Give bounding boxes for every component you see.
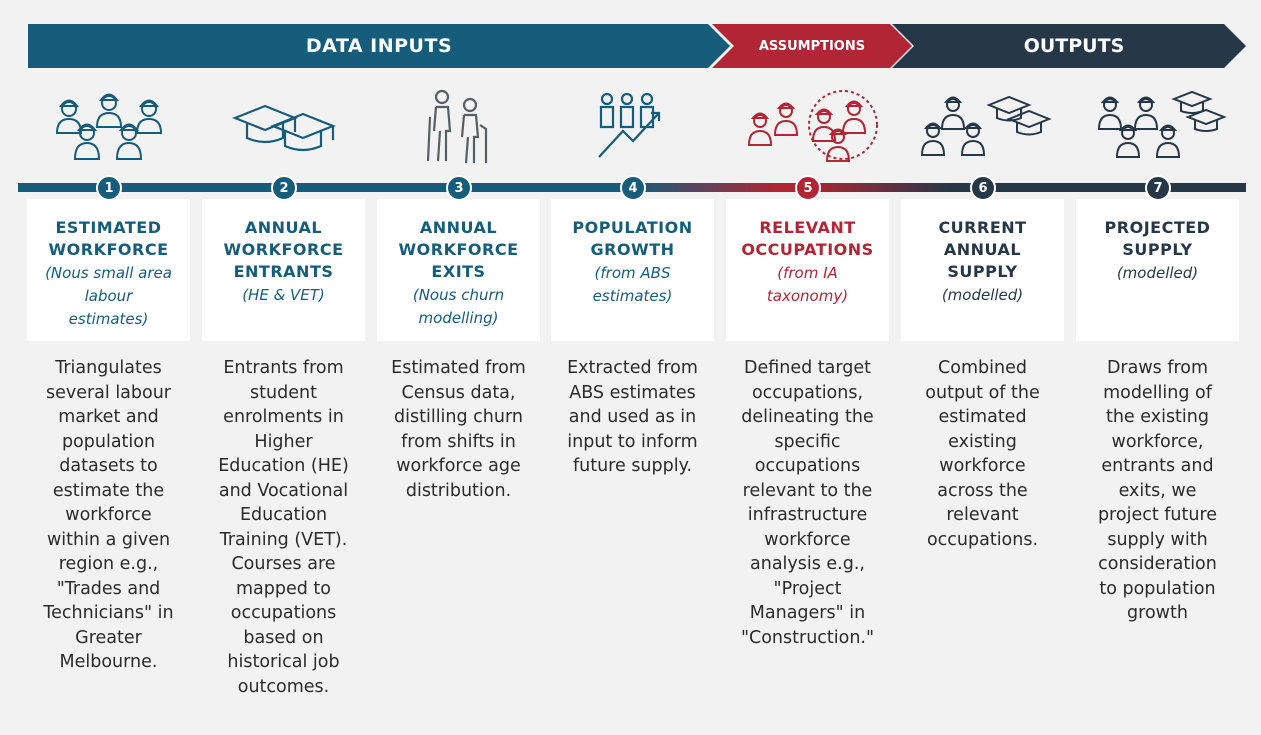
assumptions-label: ASSUMPTIONS [758,38,866,54]
step-3: 3 ANNUAL WORKFORCE EXITS (Nous churn mod… [377,0,540,735]
step-title: ESTIMATED WORKFORCE [48,218,169,259]
step-card: ANNUAL WORKFORCE ENTRANTS (HE & VET) [202,199,365,341]
step-2: 2 ANNUAL WORKFORCE ENTRANTS (HE & VET) E… [202,0,365,735]
step-subtitle: (Nous small area labour estimates) [45,264,172,328]
step-7: 7 PROJECTED SUPPLY (modelled) Draws from… [1076,0,1239,735]
step-description: Entrants from student enrolments in High… [218,358,349,697]
outputs-label: OUTPUTS [1023,35,1125,57]
step-card: ANNUAL WORKFORCE EXITS (Nous churn model… [377,199,540,341]
step-description: Triangulates several labour market and p… [43,358,174,672]
step-card: PROJECTED SUPPLY (modelled) [1076,199,1239,341]
step-description: Draws from modelling of the existing wor… [1097,358,1218,623]
data-inputs-label: DATA INPUTS [305,35,453,57]
projected-workers-icon [1076,82,1239,172]
step-number-badge: 3 [446,175,472,201]
step-subtitle: (HE & VET) [242,286,325,304]
population-growth-icon [551,82,714,172]
step-number-badge: 2 [271,175,297,201]
step-subtitle: (from ABS estimates) [592,264,673,305]
step-4: 4 POPULATION GROWTH (from ABS estimates)… [551,0,714,735]
workers-group-icon [27,82,190,172]
step-card: CURRENT ANNUAL SUPPLY (modelled) [901,199,1064,341]
step-subtitle: (Nous churn modelling) [412,286,505,327]
workers-and-graduates-icon [901,82,1064,172]
outputs-banner: OUTPUTS [892,24,1246,68]
step-subtitle: (from IA taxonomy) [766,264,849,305]
step-card: ESTIMATED WORKFORCE (Nous small area lab… [27,199,190,341]
step-description: Extracted from ABS estimates and used as… [567,358,698,476]
data-inputs-banner: DATA INPUTS [28,24,730,68]
step-subtitle: (modelled) [941,286,1024,304]
step-title: ANNUAL WORKFORCE ENTRANTS [223,218,344,281]
step-title: ANNUAL WORKFORCE EXITS [398,218,519,281]
step-description: Combined output of the estimated existin… [925,358,1040,550]
step-card: POPULATION GROWTH (from ABS estimates) [551,199,714,341]
step-title: CURRENT ANNUAL SUPPLY [938,218,1027,281]
step-subtitle: (modelled) [1116,264,1199,282]
step-number-badge: 5 [795,175,821,201]
step-5: 5 RELEVANT OCCUPATIONS (from IA taxonomy… [726,0,889,735]
step-card: RELEVANT OCCUPATIONS (from IA taxonomy) [726,199,889,341]
step-6: 6 CURRENT ANNUAL SUPPLY (modelled) Combi… [901,0,1064,735]
selected-workers-icon [726,82,889,172]
step-number-badge: 7 [1145,175,1171,201]
step-number-badge: 4 [620,175,646,201]
graduation-caps-icon [202,82,365,172]
step-description: Estimated from Census data, distilling c… [391,358,526,501]
elderly-people-icon [377,82,540,172]
step-description: Defined target occupations, delineating … [740,358,875,648]
step-1: 1 ESTIMATED WORKFORCE (Nous small area l… [27,0,190,735]
step-number-badge: 6 [970,175,996,201]
step-number-badge: 1 [96,175,122,201]
step-title: RELEVANT OCCUPATIONS [741,218,874,259]
step-title: POPULATION GROWTH [572,218,693,259]
step-title: PROJECTED SUPPLY [1104,218,1211,259]
assumptions-banner: ASSUMPTIONS [712,24,912,68]
